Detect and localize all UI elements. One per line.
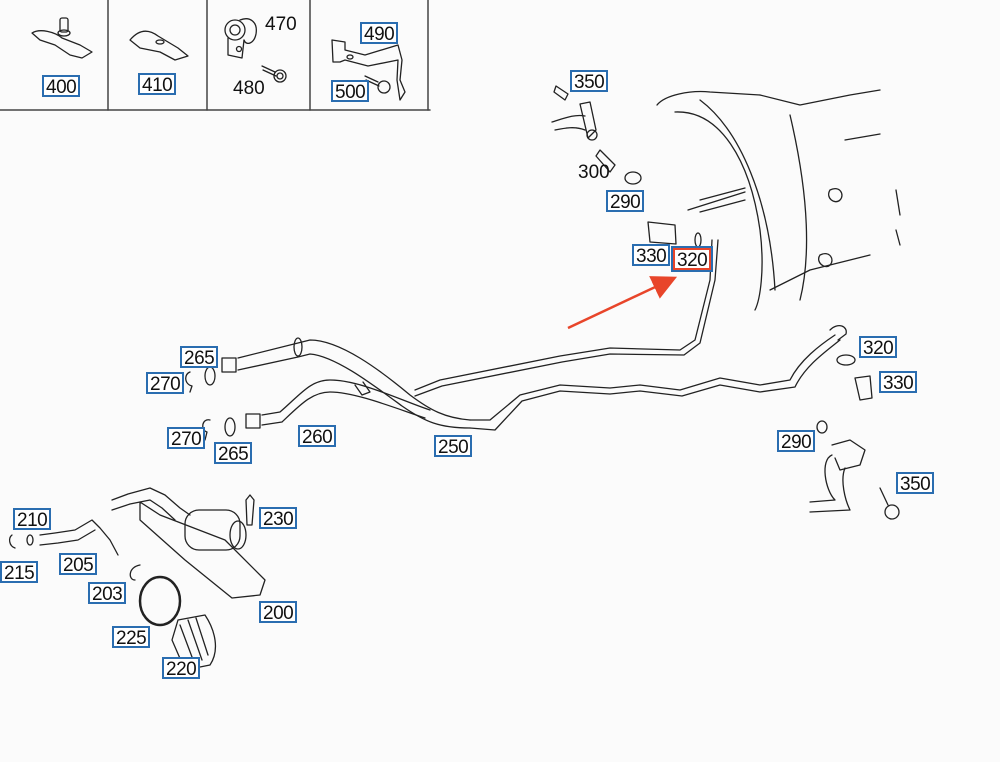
oil-line-250-drawing bbox=[414, 239, 841, 431]
label-300: 300 bbox=[578, 162, 610, 183]
callout-320-highlighted[interactable]: 320 bbox=[673, 248, 712, 271]
callout-200[interactable]: 200 bbox=[259, 601, 298, 624]
callout-330-upper[interactable]: 330 bbox=[632, 244, 671, 267]
callout-210[interactable]: 210 bbox=[13, 508, 52, 531]
label-480: 480 bbox=[233, 78, 265, 99]
highlight-arrow bbox=[567, 276, 678, 330]
callout-290-right[interactable]: 290 bbox=[777, 430, 816, 453]
fitting-right-drawing bbox=[809, 324, 900, 520]
callout-250[interactable]: 250 bbox=[434, 435, 473, 458]
callout-490[interactable]: 490 bbox=[360, 22, 399, 45]
callout-350-upper[interactable]: 350 bbox=[570, 70, 609, 93]
filter-assembly-drawing bbox=[8, 487, 266, 671]
callout-270-upper[interactable]: 270 bbox=[146, 372, 185, 395]
callout-290-upper[interactable]: 290 bbox=[606, 190, 645, 213]
callout-230[interactable]: 230 bbox=[259, 507, 298, 530]
callout-330-right[interactable]: 330 bbox=[879, 371, 918, 394]
callout-410[interactable]: 410 bbox=[138, 73, 177, 96]
banjo-upper-drawing bbox=[551, 85, 642, 185]
clamp-470-drawing bbox=[224, 18, 257, 59]
label-470: 470 bbox=[265, 14, 297, 35]
clip-410-drawing bbox=[129, 30, 189, 61]
callout-400[interactable]: 400 bbox=[42, 75, 81, 98]
transmission-drawing bbox=[656, 89, 901, 311]
callout-265-lower[interactable]: 265 bbox=[214, 442, 253, 465]
callout-203[interactable]: 203 bbox=[88, 582, 127, 605]
bracket-490-drawing bbox=[331, 39, 406, 101]
callout-220[interactable]: 220 bbox=[162, 657, 201, 680]
hose-260-lower-drawing bbox=[245, 379, 431, 429]
callout-350-right[interactable]: 350 bbox=[896, 472, 935, 495]
callout-270-lower[interactable]: 270 bbox=[167, 427, 206, 450]
callout-225[interactable]: 225 bbox=[112, 626, 151, 649]
clip-400-drawing bbox=[31, 17, 93, 59]
hose-265-upper-drawing bbox=[221, 337, 471, 429]
bolt-480-drawing bbox=[261, 65, 287, 83]
callout-260[interactable]: 260 bbox=[298, 425, 337, 448]
callout-500[interactable]: 500 bbox=[331, 80, 370, 103]
callout-215[interactable]: 215 bbox=[0, 561, 39, 584]
callout-205[interactable]: 205 bbox=[59, 553, 98, 576]
callout-320-right[interactable]: 320 bbox=[859, 336, 898, 359]
inset-panel bbox=[0, 0, 431, 111]
callout-265-upper[interactable]: 265 bbox=[180, 346, 219, 369]
banjo-bolt-330-upper-drawing bbox=[647, 221, 702, 248]
